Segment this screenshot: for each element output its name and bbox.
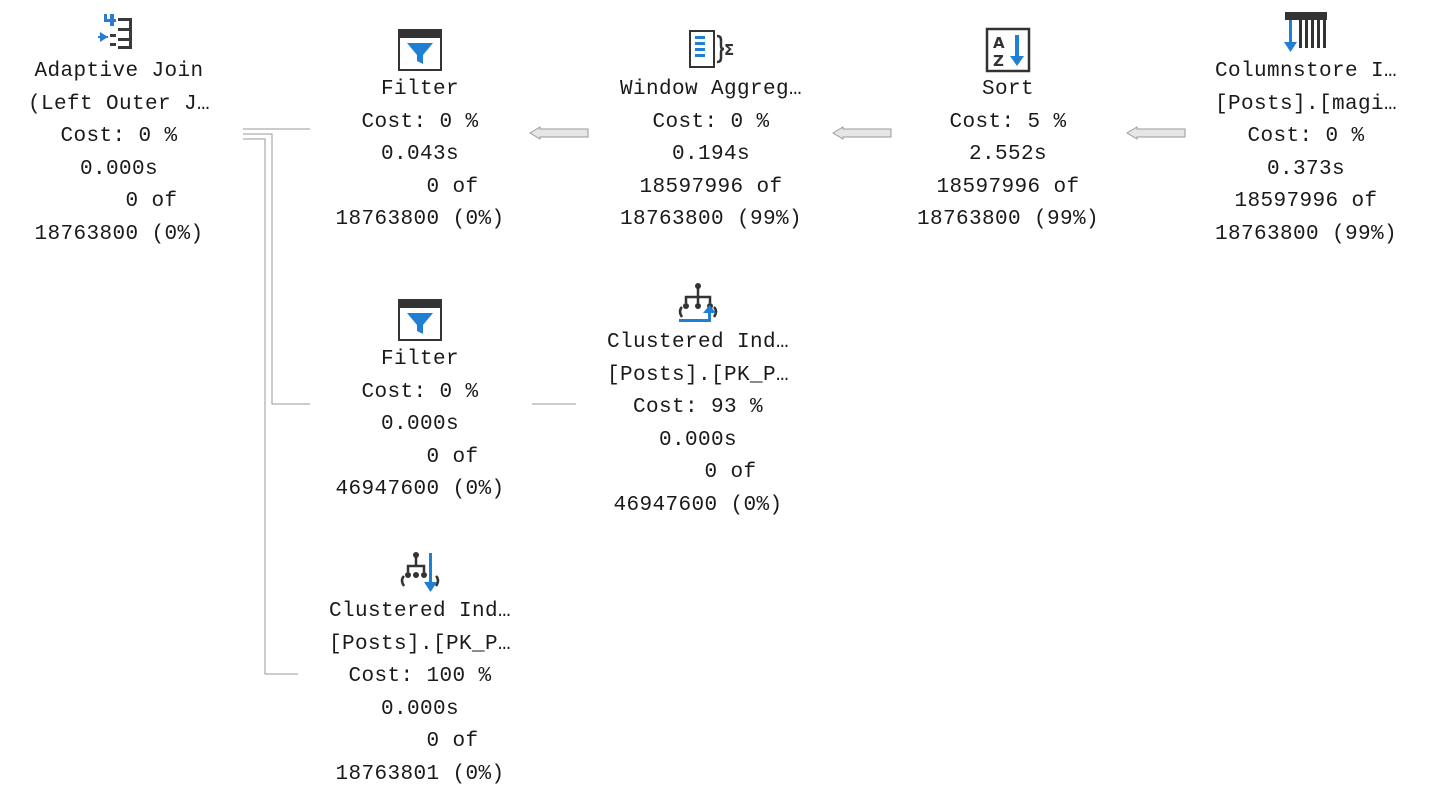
plan-node-adaptive-join[interactable]: Adaptive Join (Left Outer J… Cost: 0 % 0… <box>0 10 239 252</box>
columnstore-index-scan-icon <box>1284 12 1327 52</box>
plan-node-filter-top[interactable]: Filter Cost: 0 % 0.043s 0 of 18763800 (0… <box>300 28 540 237</box>
node-label-name: Filter <box>380 348 459 371</box>
clustered-index-seek-icon <box>400 552 440 592</box>
node-label-rows-estimated: 18763800 (99%) <box>1214 222 1398 246</box>
node-label-name: Clustered Ind… <box>328 600 512 623</box>
node-label-rows-estimated: 18763801 (0%) <box>335 762 505 786</box>
node-label-rows-estimated: 18763800 (0%) <box>335 208 505 232</box>
node-label-rows-estimated: 18763800 (99%) <box>619 208 803 232</box>
node-label-time: 0.373s <box>1266 157 1345 181</box>
svg-text:A: A <box>993 34 1005 52</box>
sort-icon: A Z <box>985 27 1031 73</box>
node-label-rows-actual: 18597996 of <box>1234 190 1378 214</box>
node-label-time: 0.043s <box>380 143 459 167</box>
node-label-name: Window Aggreg… <box>619 78 803 101</box>
clustered-index-scan-icon <box>678 283 718 322</box>
plan-node-clustered-index-scan[interactable]: Clustered Ind… [Posts].[PK_P… Cost: 93 %… <box>578 281 818 523</box>
node-label-time: 0.000s <box>79 157 158 181</box>
adaptive-join-icon <box>98 14 132 49</box>
node-label-rows-estimated: 46947600 (0%) <box>335 478 505 502</box>
node-label-time: 0.000s <box>380 413 459 437</box>
node-label-cost: Cost: 100 % <box>348 665 492 689</box>
plan-node-columnstore-index-scan[interactable]: Columnstore I… [Posts].[magi… Cost: 0 % … <box>1186 10 1426 252</box>
plan-node-clustered-index-seek[interactable]: Clustered Ind… [Posts].[PK_P… Cost: 100 … <box>300 550 540 792</box>
svg-text:Z: Z <box>993 52 1004 70</box>
node-label-cost: Cost: 0 % <box>361 110 479 134</box>
arrow-sort-to-window <box>832 126 892 140</box>
node-label-name: Filter <box>380 78 459 101</box>
node-label-rows-actual: 0 of <box>639 461 757 485</box>
arrow-columnstore-to-sort <box>1126 126 1186 140</box>
plan-node-sort[interactable]: A Z Sort Cost: 5 % 2.552s 18597996 of 18… <box>888 26 1128 237</box>
plan-node-filter-mid[interactable]: Filter Cost: 0 % 0.000s 0 of 46947600 (0… <box>300 298 540 507</box>
filter-icon <box>398 29 442 71</box>
connector-join-to-filter-mid <box>243 133 310 405</box>
node-label-rows-estimated: 18763800 (0%) <box>34 222 204 246</box>
node-label-detail: [Posts].[PK_P… <box>606 363 790 387</box>
node-label-rows-actual: 18597996 of <box>936 175 1080 199</box>
node-label-rows-actual: 0 of <box>60 190 178 214</box>
connector-join-to-clustered-bottom <box>243 138 298 675</box>
node-label-detail: (Left Outer J… <box>27 92 211 116</box>
node-label-detail: [Posts].[magi… <box>1214 92 1398 116</box>
plan-node-window-aggregate[interactable]: Σ Window Aggreg… Cost: 0 % 0.194s 185979… <box>591 26 831 237</box>
node-label-cost: Cost: 0 % <box>361 380 479 404</box>
node-label-cost: Cost: 93 % <box>632 396 764 420</box>
node-label-cost: Cost: 0 % <box>652 110 770 134</box>
arrow-window-to-filter <box>529 126 589 140</box>
node-label-name: Sort <box>981 78 1034 101</box>
svg-text:Σ: Σ <box>724 41 734 59</box>
node-label-name: Adaptive Join <box>34 60 204 83</box>
node-label-rows-actual: 0 of <box>361 445 479 469</box>
node-label-rows-estimated: 18763800 (99%) <box>916 208 1100 232</box>
node-label-detail: [Posts].[PK_P… <box>328 632 512 656</box>
node-label-cost: Cost: 5 % <box>949 110 1067 134</box>
node-label-time: 0.000s <box>380 697 459 721</box>
node-label-rows-actual: 0 of <box>361 175 479 199</box>
node-label-cost: Cost: 0 % <box>60 125 178 149</box>
node-label-name: Clustered Ind… <box>606 331 790 354</box>
node-label-rows-actual: 0 of <box>361 730 479 754</box>
window-aggregate-icon: Σ <box>689 30 734 68</box>
node-label-time: 2.552s <box>968 143 1047 167</box>
filter-icon <box>398 299 442 341</box>
node-label-rows-actual: 18597996 of <box>639 175 783 199</box>
node-label-time: 0.000s <box>658 428 737 452</box>
node-label-rows-estimated: 46947600 (0%) <box>613 493 783 517</box>
node-label-time: 0.194s <box>671 143 750 167</box>
node-label-name: Columnstore I… <box>1214 60 1398 83</box>
node-label-cost: Cost: 0 % <box>1247 125 1365 149</box>
